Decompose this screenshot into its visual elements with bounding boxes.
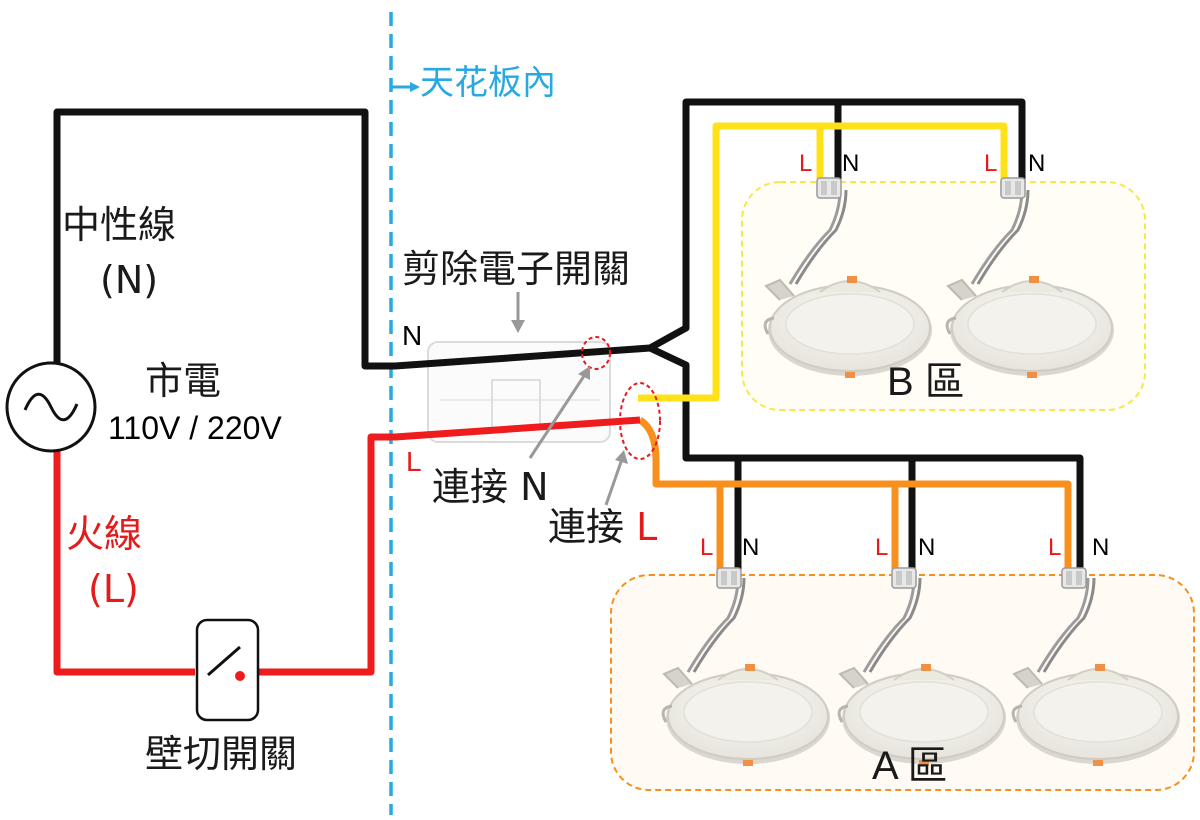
terminal-n-label: N (742, 534, 760, 561)
live-abbr-label: (L) (88, 567, 139, 611)
connect-l-callout (619, 382, 661, 460)
voltage-label: 110V / 220V (108, 410, 282, 446)
zone-b-live-wire (638, 122, 1008, 402)
terminal-l-label: L (700, 534, 714, 561)
live-line-label: 火線 (66, 512, 143, 556)
n-marker: N (402, 320, 423, 351)
cut-switch-label: 剪除電子開關 (402, 247, 631, 291)
terminal-n-label: N (1092, 534, 1110, 561)
connect-n-label: 連接 N (432, 465, 549, 509)
terminal-l-label: L (799, 150, 813, 177)
terminal-l-label: L (984, 150, 998, 177)
terminal-n-label: N (918, 534, 936, 561)
ceiling-inside-label: 天花板內 (420, 63, 556, 103)
zone-a-label: A 區 (872, 744, 948, 788)
l-marker: L (406, 446, 422, 477)
zone-b-label: B 區 (887, 360, 965, 404)
neutral-abbr-label: (N) (100, 258, 159, 302)
wall-switch-label: 壁切開關 (145, 732, 298, 776)
connect-l-label: 連接 L (548, 505, 658, 549)
terminal-n-label: N (1028, 150, 1046, 177)
live-wire-mains (53, 450, 195, 676)
neutral-line-label: 中性線 (62, 203, 177, 247)
terminal-n-label: N (842, 150, 860, 177)
neutral-split (648, 98, 1026, 352)
zone-a-live-wire (637, 417, 1072, 570)
wall-switch-icon (195, 618, 260, 722)
mains-label: 市電 (145, 359, 222, 403)
terminal-l-label: L (1048, 534, 1062, 561)
terminal-l-label: L (875, 534, 889, 561)
connect-n-callout (581, 336, 611, 370)
